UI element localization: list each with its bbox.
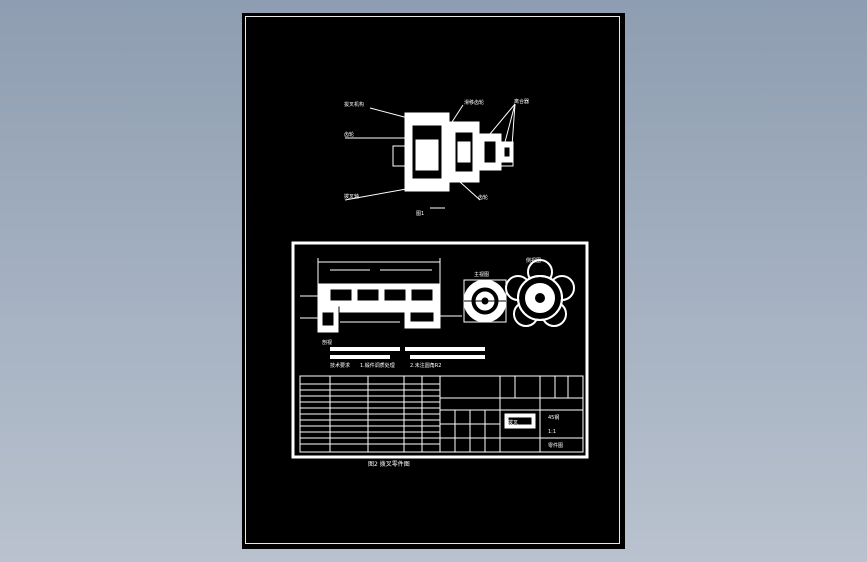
label-right-bottom: 齿轮 xyxy=(478,194,488,201)
part-drawing xyxy=(291,241,589,459)
label-left-bottom: 拨叉轴 xyxy=(344,193,359,200)
part-caption: 图2 拨叉零件图 xyxy=(368,460,410,468)
label-left-mid: 齿轮 xyxy=(344,131,354,138)
title-school: 零件图 xyxy=(548,442,563,449)
label-top-mid: 滑移齿轮 xyxy=(464,99,484,106)
front-view xyxy=(463,279,507,323)
fork-section-view xyxy=(300,258,462,333)
title-part-name: 拨叉 xyxy=(508,419,518,426)
assembly-caption: 图1 xyxy=(416,211,424,217)
section-label: 剖视 xyxy=(322,339,332,346)
label-left-top: 拔叉机构 xyxy=(344,101,364,108)
side-view-label: 侧视图 xyxy=(526,257,541,264)
front-view-label: 主视图 xyxy=(474,271,489,278)
label-right-top: 离合器 xyxy=(514,98,529,105)
assembly-view xyxy=(344,103,516,209)
title-block xyxy=(439,375,584,453)
part-frame xyxy=(291,241,589,459)
drawing-sheet xyxy=(242,13,625,549)
title-material: 45钢 xyxy=(548,414,559,421)
note-2: 2.未注圆角R2 xyxy=(410,362,441,369)
parts-table xyxy=(299,375,441,453)
title-scale: 1:1 xyxy=(548,429,556,435)
side-view xyxy=(505,259,575,327)
note-title: 技术要求 xyxy=(330,362,350,369)
note-1: 1.锻件调质处理 xyxy=(360,362,395,369)
notes-blocks xyxy=(330,347,485,359)
